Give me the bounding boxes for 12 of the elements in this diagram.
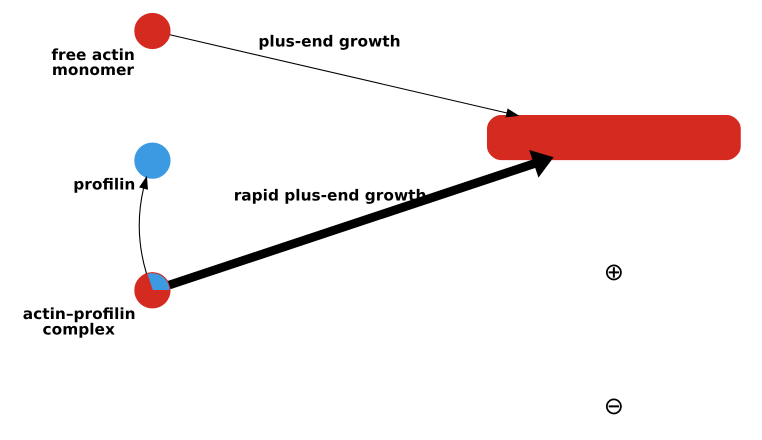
label: ⊖ — [603, 391, 624, 420]
node-circle — [134, 12, 170, 49]
node-label: profilin — [72, 174, 135, 193]
node-label: free actin monomer — [50, 45, 134, 79]
arrow — [169, 34, 519, 117]
arrow — [138, 175, 148, 274]
node-label: actin–profilin complex — [22, 304, 136, 338]
node-circle — [134, 142, 170, 178]
label: ⊕ — [603, 257, 624, 286]
edge-label: plus-end growth — [258, 32, 400, 50]
node-bar — [486, 114, 740, 160]
arrow — [167, 149, 554, 289]
